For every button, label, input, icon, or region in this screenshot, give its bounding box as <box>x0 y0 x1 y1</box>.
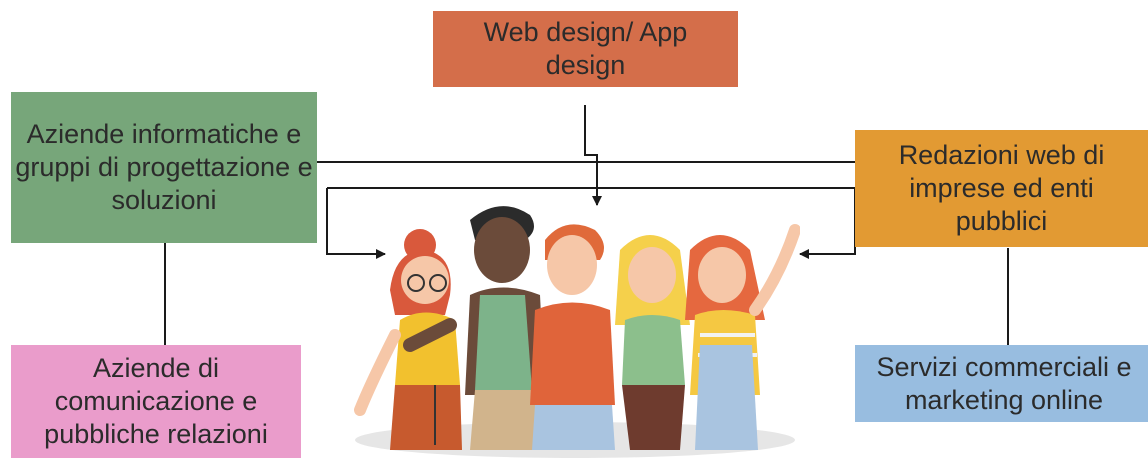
person-1 <box>354 229 462 450</box>
connector-left-arrow <box>326 188 386 259</box>
connector-right-arrow <box>799 188 856 259</box>
box-redazioni-web: Redazioni web di imprese ed enti pubblic… <box>855 130 1148 247</box>
box-servizi-commerciali-label: Servizi commerciali e marketing online <box>876 351 1132 415</box>
box-aziende-comunicazione: Aziende di comunicazione e pubbliche rel… <box>11 345 301 458</box>
box-web-design-label: Web design/ App design <box>483 17 688 80</box>
box-servizi-commerciali: Servizi commerciali e marketing online <box>855 345 1148 422</box>
group-people-illustration <box>354 206 800 458</box>
person-5 <box>685 224 800 450</box>
box-redazioni-web-label: Redazioni web di imprese ed enti pubblic… <box>898 140 1105 236</box>
box-web-design: Web design/ App design <box>433 11 738 87</box>
person-3 <box>530 224 615 450</box>
connector-top-arrow <box>584 105 602 206</box>
box-aziende-comunicazione-label: Aziende di comunicazione e pubbliche rel… <box>44 353 268 449</box>
box-aziende-informatiche: Aziende informatiche e gruppi di progett… <box>11 92 317 243</box>
person-4 <box>615 235 690 450</box>
box-aziende-informatiche-label: Aziende informatiche e gruppi di progett… <box>15 119 313 215</box>
person-2 <box>403 206 545 450</box>
